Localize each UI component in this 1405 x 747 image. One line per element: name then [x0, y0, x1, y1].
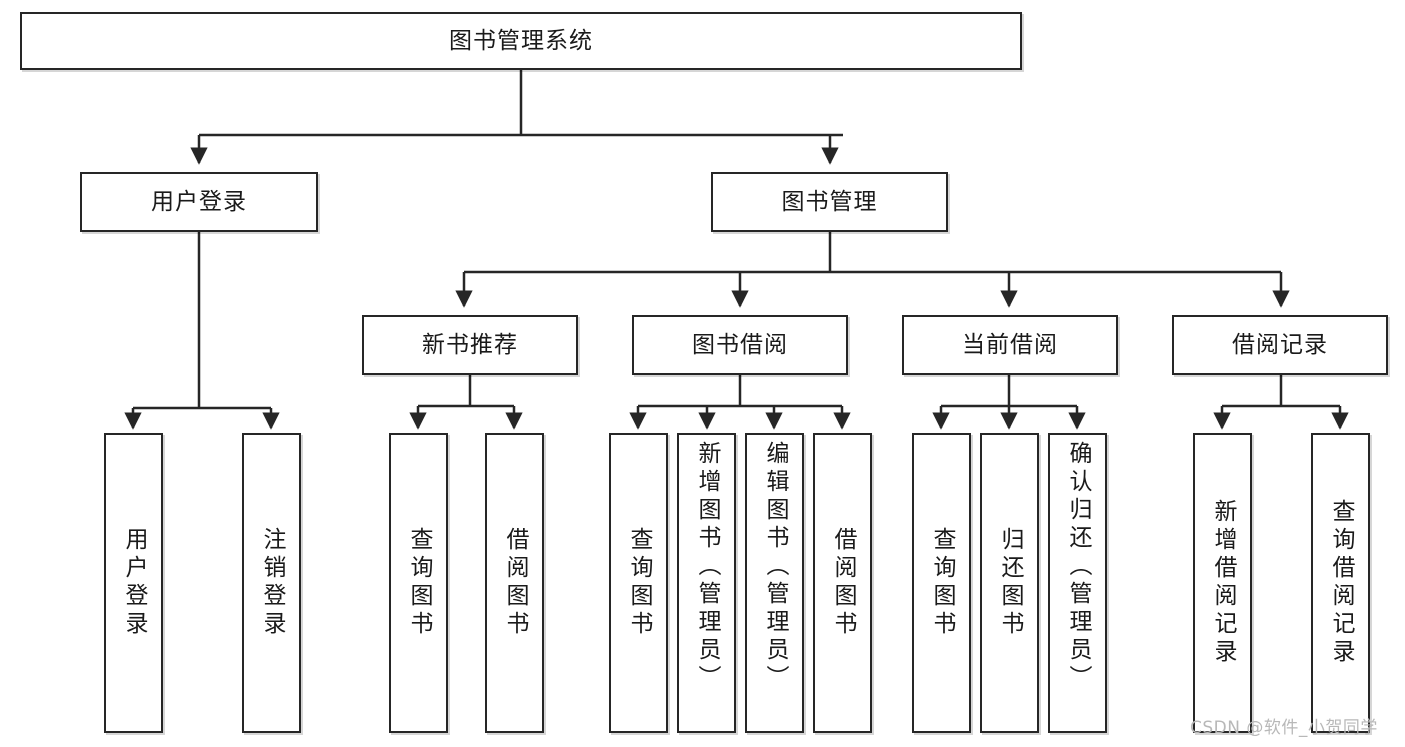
- node-current-borrow[interactable]: 当前借阅: [902, 315, 1118, 375]
- leaf-new-book-borrow[interactable]: 借阅图书: [485, 433, 544, 733]
- leaf-record-query-label: 查询借阅记录: [1328, 499, 1354, 667]
- leaf-user-login-login-label: 用户登录: [121, 527, 147, 639]
- node-user-login[interactable]: 用户登录: [80, 172, 318, 232]
- leaf-borrow-edit-book[interactable]: 编辑图书（管理员）: [745, 433, 804, 733]
- leaf-new-book-borrow-label: 借阅图书: [502, 527, 528, 639]
- node-current-borrow-label: 当前借阅: [962, 331, 1058, 358]
- leaf-current-confirm-return-label: 确认归还（管理员）: [1065, 441, 1091, 693]
- node-root[interactable]: 图书管理系统: [20, 12, 1022, 70]
- leaf-borrow-edit-book-label: 编辑图书（管理员）: [762, 441, 788, 693]
- leaf-new-book-query[interactable]: 查询图书: [389, 433, 448, 733]
- leaf-new-book-query-label: 查询图书: [406, 527, 432, 639]
- leaf-user-login-login[interactable]: 用户登录: [104, 433, 163, 733]
- leaf-record-query[interactable]: 查询借阅记录: [1311, 433, 1370, 733]
- leaf-borrow-add-book-label: 新增图书（管理员）: [694, 441, 720, 693]
- node-borrow-record[interactable]: 借阅记录: [1172, 315, 1388, 375]
- node-user-login-label: 用户登录: [151, 188, 247, 215]
- leaf-borrow-query-book[interactable]: 查询图书: [609, 433, 668, 733]
- leaf-current-return-book-label: 归还图书: [997, 527, 1023, 639]
- leaf-borrow-add-book[interactable]: 新增图书（管理员）: [677, 433, 736, 733]
- leaf-current-return-book[interactable]: 归还图书: [980, 433, 1039, 733]
- leaf-current-query-book[interactable]: 查询图书: [912, 433, 971, 733]
- watermark: CSDN @软件_小贺同学: [1190, 718, 1378, 738]
- leaf-record-add[interactable]: 新增借阅记录: [1193, 433, 1252, 733]
- leaf-record-add-label: 新增借阅记录: [1210, 499, 1236, 667]
- node-new-book-recommend-label: 新书推荐: [422, 331, 518, 358]
- leaf-user-login-logout-label: 注销登录: [259, 527, 285, 639]
- node-root-label: 图书管理系统: [449, 27, 593, 54]
- node-book-management-label: 图书管理: [781, 188, 878, 215]
- leaf-user-login-logout[interactable]: 注销登录: [242, 433, 301, 733]
- leaf-borrow-query-book-label: 查询图书: [626, 527, 652, 639]
- node-borrow-record-label: 借阅记录: [1232, 331, 1328, 358]
- node-book-management[interactable]: 图书管理: [711, 172, 948, 232]
- leaf-current-confirm-return[interactable]: 确认归还（管理员）: [1048, 433, 1107, 733]
- node-new-book-recommend[interactable]: 新书推荐: [362, 315, 578, 375]
- leaf-borrow-borrow-book[interactable]: 借阅图书: [813, 433, 872, 733]
- leaf-current-query-book-label: 查询图书: [929, 527, 955, 639]
- node-book-borrow-label: 图书借阅: [692, 331, 788, 358]
- leaf-borrow-borrow-book-label: 借阅图书: [830, 527, 856, 639]
- node-book-borrow[interactable]: 图书借阅: [632, 315, 848, 375]
